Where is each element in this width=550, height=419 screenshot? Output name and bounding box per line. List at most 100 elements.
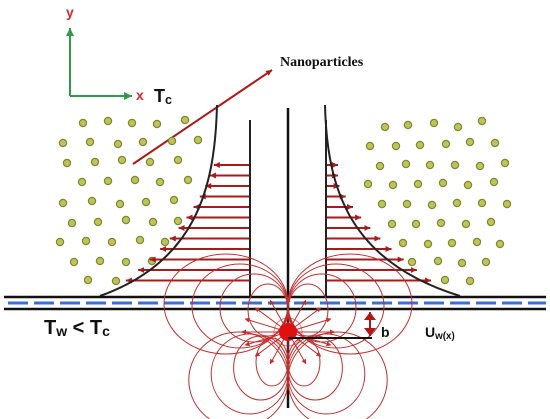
nanoparticle xyxy=(452,198,462,208)
nanoparticle xyxy=(130,175,140,185)
nanoparticle-pointer-arrow xyxy=(132,69,273,165)
nanoparticle xyxy=(438,178,448,188)
point-source xyxy=(279,323,297,341)
nanoparticle xyxy=(147,256,157,266)
nanoparticle xyxy=(401,159,411,169)
nanoparticle xyxy=(167,136,177,146)
nanoparticle xyxy=(87,196,97,206)
nanoparticle xyxy=(457,258,467,268)
nanoparticle xyxy=(160,237,170,247)
nanoparticle xyxy=(477,116,487,126)
nanoparticle xyxy=(377,199,387,209)
nanoparticle xyxy=(193,135,203,145)
nanoparticles xyxy=(55,115,512,286)
b-label: b xyxy=(381,324,390,340)
nanoparticle xyxy=(117,155,127,165)
nanoparticle xyxy=(465,276,475,286)
nanoparticle xyxy=(380,122,390,132)
nanoparticle xyxy=(155,177,165,187)
nanoparticle xyxy=(481,257,491,267)
nanoparticle xyxy=(415,140,425,150)
nanoparticle xyxy=(81,236,91,246)
nanoparticle xyxy=(78,118,88,128)
field-loop xyxy=(287,333,366,415)
nanoparticle xyxy=(148,217,158,227)
nanoparticle xyxy=(145,157,155,167)
nanoparticle xyxy=(441,139,451,149)
nanoparticle xyxy=(58,198,68,208)
point-source-glow xyxy=(273,317,303,347)
nanoparticle xyxy=(111,276,121,286)
nanoparticle xyxy=(113,139,123,149)
nanoparticle xyxy=(427,200,437,210)
nanoparticle xyxy=(398,238,408,248)
nanoparticle xyxy=(477,198,487,208)
nanoparticle xyxy=(173,216,183,226)
nanoparticle xyxy=(93,217,103,227)
nanoparticle xyxy=(180,115,190,125)
nanoparticle xyxy=(83,275,93,285)
nanoparticle xyxy=(138,137,148,147)
nanoparticle xyxy=(425,160,435,170)
nanoparticle xyxy=(58,138,68,148)
nanoparticle xyxy=(173,155,183,165)
nanoparticle xyxy=(489,177,499,187)
nanoparticle xyxy=(433,256,443,266)
nanoparticle xyxy=(103,116,113,126)
nanoparticle xyxy=(183,175,193,185)
nanoparticle xyxy=(169,195,179,205)
field-loop xyxy=(287,331,388,419)
coordinate-axes xyxy=(66,28,132,100)
nanoparticle xyxy=(429,118,439,128)
nanoparticle xyxy=(375,161,385,171)
y-axis-label: y xyxy=(66,4,74,20)
nanoparticle xyxy=(403,120,413,130)
x-axis-label: x xyxy=(136,87,144,103)
nanoparticle xyxy=(90,157,100,167)
free-stream-temperature-label: Tc xyxy=(154,86,173,107)
nanoparticle xyxy=(121,257,131,267)
nanoparticle xyxy=(127,118,137,128)
nanoparticle xyxy=(486,217,496,227)
temperature-inequality: Tw < Tc xyxy=(44,317,110,339)
nanoparticle xyxy=(107,237,117,247)
nanoparticle xyxy=(475,161,485,171)
nanoparticle xyxy=(387,219,397,229)
nanoparticle xyxy=(453,122,463,132)
nanoparticle xyxy=(103,176,113,186)
b-distance-marker xyxy=(288,312,376,339)
nanoparticle xyxy=(152,119,162,129)
nanoparticle xyxy=(69,257,79,267)
nanoparticle xyxy=(465,137,475,147)
nanoparticle xyxy=(500,158,510,168)
nanoparticle xyxy=(440,275,450,285)
nanoparticle xyxy=(423,239,433,249)
nanoparticle xyxy=(411,219,421,229)
nanoparticle xyxy=(115,199,125,209)
nanoparticle xyxy=(450,160,460,170)
nanoparticle xyxy=(463,180,473,190)
nanoparticle xyxy=(363,179,373,189)
nanoparticle xyxy=(95,256,105,266)
nanoparticle xyxy=(121,215,131,225)
nanoparticle xyxy=(62,158,72,168)
nanoparticle xyxy=(365,141,375,151)
nanoparticle xyxy=(472,237,482,247)
nanoparticle xyxy=(436,218,446,228)
nanoparticle xyxy=(502,199,512,209)
nanoparticle xyxy=(55,237,65,247)
nanoparticle xyxy=(67,218,77,228)
left-boundary-layer-edge xyxy=(99,104,218,297)
nanoparticle xyxy=(388,180,398,190)
field-loop xyxy=(210,333,289,415)
nanoparticle xyxy=(391,141,401,151)
nanoparticle xyxy=(413,179,423,189)
nanoparticle xyxy=(135,235,145,245)
nanoparticle xyxy=(77,177,87,187)
nanoparticle xyxy=(447,238,457,248)
stretching-wall xyxy=(4,295,546,311)
nanoparticle xyxy=(490,138,500,148)
nanoparticle xyxy=(495,239,505,249)
nanoparticle xyxy=(402,199,412,209)
